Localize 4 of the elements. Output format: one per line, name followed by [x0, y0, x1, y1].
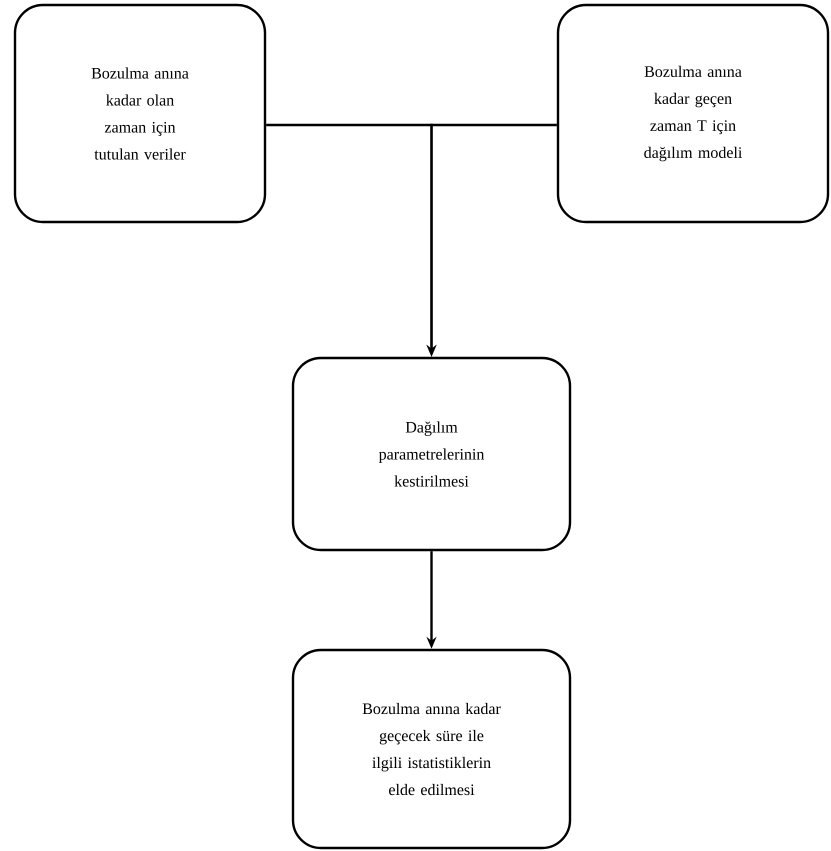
process-box: Bozulma anına kadar geçecek süre ile ilgili istatistiklerin elde edilmesi: [292, 648, 572, 850]
process-box: Dağılım parametrelerinin kestirilmesi: [292, 356, 572, 552]
process-box: Bozulma anına kadar olan zaman için tutulan veriler: [14, 4, 266, 224]
process-box: Bozulma anına kadar geçen zaman T için dağılım modeli: [556, 4, 830, 224]
